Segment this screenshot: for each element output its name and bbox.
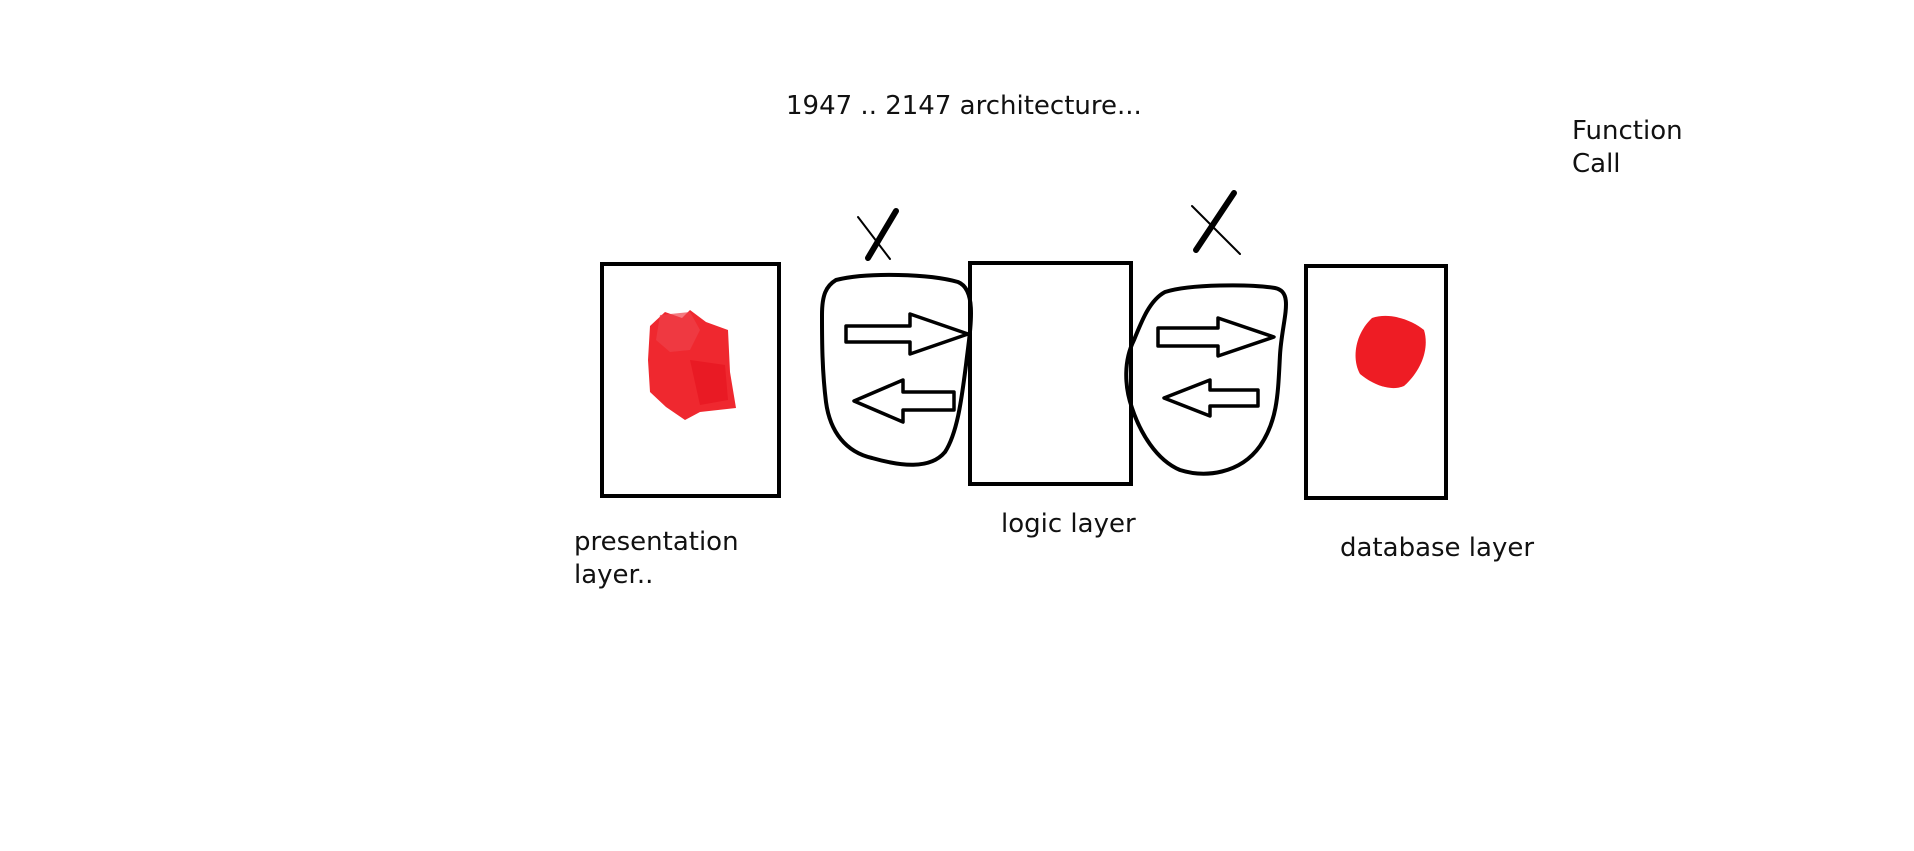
presentation-layer-label: presentation layer.. xyxy=(574,526,739,592)
presentation-layer-label-line1: presentation xyxy=(574,527,739,557)
database-layer-label: database layer xyxy=(1340,532,1534,565)
diagram-title-text: 1947 .. 2147 architecture... xyxy=(786,91,1142,121)
database-layer-label-text: database layer xyxy=(1340,533,1535,563)
cross-out-mark-left xyxy=(857,208,899,261)
connector-blob-right xyxy=(1124,283,1288,476)
presentation-layer-label-line2: layer.. xyxy=(574,560,654,590)
function-call-note-line2: Call xyxy=(1572,149,1621,179)
function-call-note-line1: Function xyxy=(1572,116,1683,146)
arrow-right-icon xyxy=(1156,316,1276,358)
database-layer-box xyxy=(1304,264,1448,500)
database-red-dot xyxy=(1355,315,1426,389)
presentation-layer-box xyxy=(600,262,781,498)
arrow-right-icon xyxy=(844,312,970,356)
arrow-left-icon xyxy=(1162,378,1260,418)
connector-blob-left xyxy=(820,272,973,467)
logic-layer-box xyxy=(968,261,1133,486)
function-call-note: Function Call xyxy=(1572,115,1683,181)
diagram-title: 1947 .. 2147 architecture... xyxy=(786,90,1142,123)
presentation-red-scribble xyxy=(648,310,736,420)
logic-layer-label: logic layer xyxy=(1001,508,1136,541)
logic-layer-label-text: logic layer xyxy=(1001,509,1136,539)
arrow-left-icon xyxy=(852,378,956,424)
cross-out-mark-right xyxy=(1191,190,1241,255)
